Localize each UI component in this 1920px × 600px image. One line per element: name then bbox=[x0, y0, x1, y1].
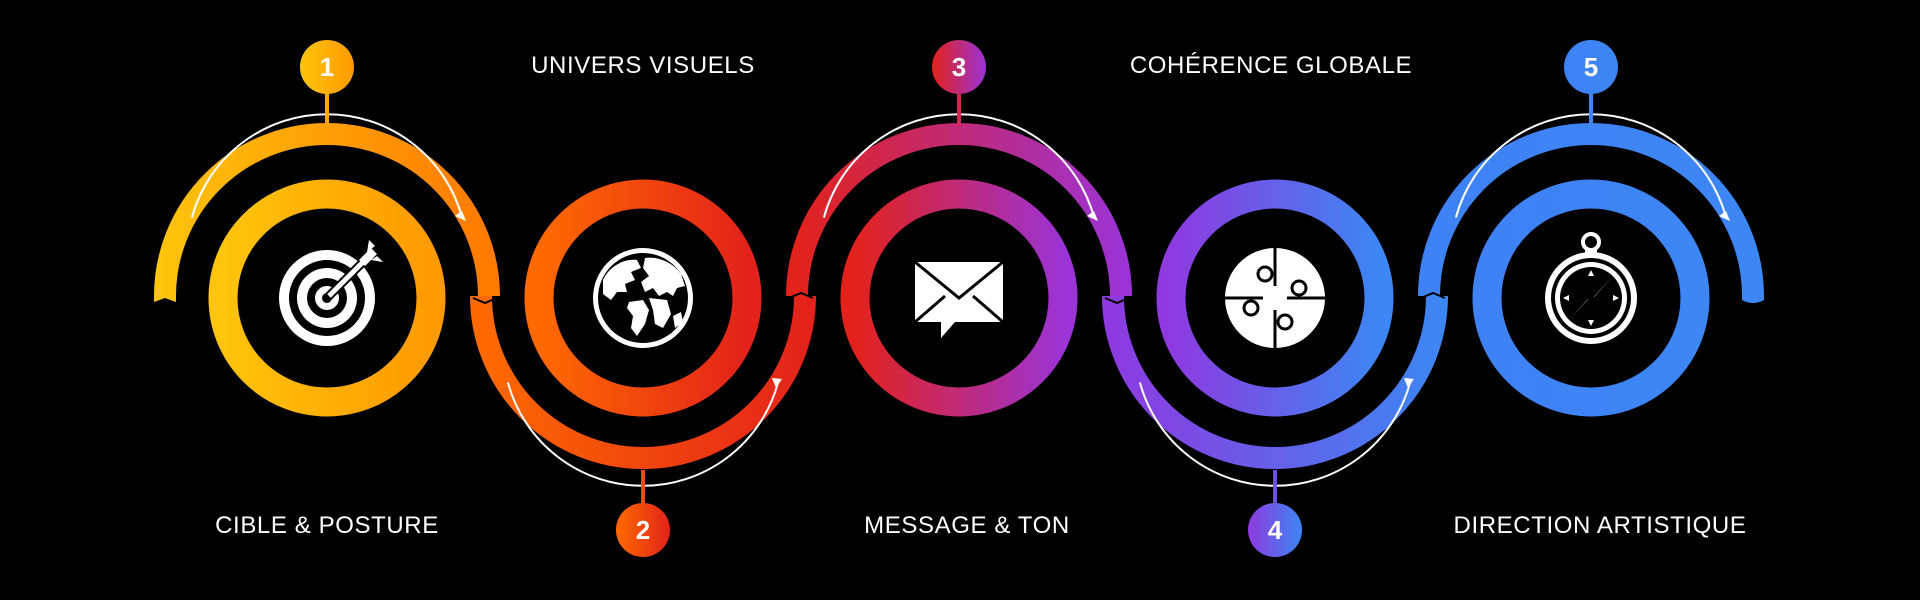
step-ring-3 bbox=[840, 179, 1078, 417]
globe-icon bbox=[593, 248, 693, 348]
step-label-4: COHÉRENCE GLOBALE bbox=[1130, 52, 1412, 79]
connector-wave bbox=[154, 123, 1764, 469]
wave-joints bbox=[472, 291, 1446, 305]
step-ring-5 bbox=[1472, 179, 1710, 417]
wave-start-cap bbox=[154, 296, 176, 302]
step-label-2: UNIVERS VISUELS bbox=[531, 52, 755, 79]
step-badge-3 bbox=[932, 40, 986, 94]
step-number-2: 2 bbox=[636, 515, 650, 545]
wave-end-cap bbox=[1742, 296, 1764, 303]
arc-5 bbox=[1418, 123, 1764, 297]
step-number-1: 1 bbox=[320, 52, 334, 82]
step-label-5: DIRECTION ARTISTIQUE bbox=[1454, 512, 1747, 539]
step-label-3: MESSAGE & TON bbox=[864, 512, 1070, 539]
envelope-icon bbox=[914, 260, 1004, 338]
arc-1 bbox=[154, 123, 500, 297]
arrow-heads bbox=[455, 211, 1730, 388]
step-number-5: 5 bbox=[1584, 52, 1598, 82]
step-ring-2 bbox=[524, 179, 762, 417]
target-icon bbox=[279, 240, 383, 346]
step-ring-1 bbox=[208, 179, 446, 417]
step-badge-4 bbox=[1248, 503, 1302, 557]
step-badge-2 bbox=[616, 503, 670, 557]
step-badge-1 bbox=[300, 40, 354, 94]
arc-2 bbox=[470, 295, 816, 469]
compass-icon bbox=[1545, 232, 1637, 344]
step-badge-5 bbox=[1564, 40, 1618, 94]
step-number-3: 3 bbox=[952, 52, 966, 82]
arc-3 bbox=[786, 123, 1132, 297]
step-number-4: 4 bbox=[1268, 515, 1283, 545]
step-label-1: CIBLE & POSTURE bbox=[215, 512, 439, 539]
step-ring-4 bbox=[1156, 179, 1394, 417]
arc-4 bbox=[1102, 295, 1448, 469]
puzzle-icon bbox=[1225, 248, 1325, 348]
